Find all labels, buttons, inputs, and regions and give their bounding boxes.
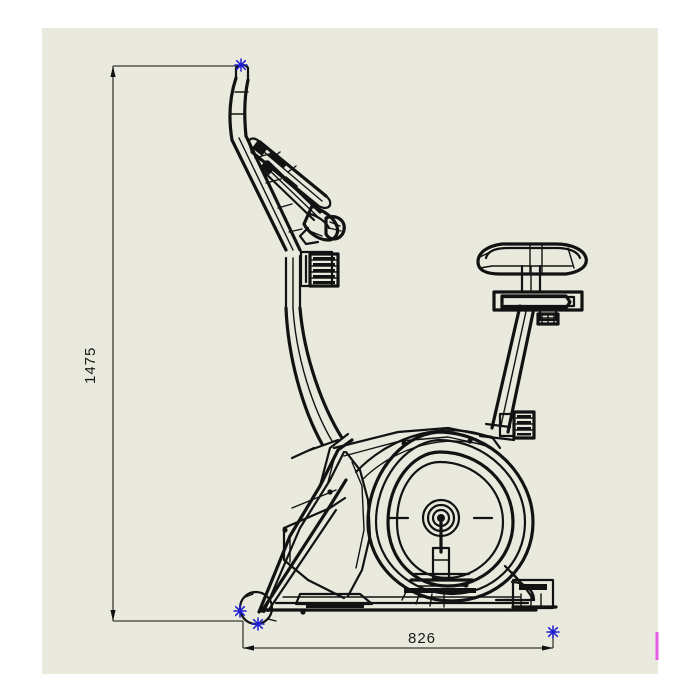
front-foot-left-marker	[233, 604, 247, 618]
handlebar-top-marker	[234, 58, 248, 72]
handlebar-post	[284, 254, 344, 446]
rear-foot-marker	[546, 625, 560, 639]
front-foot-lower-marker	[251, 617, 265, 631]
frame-shroud	[257, 432, 374, 615]
dimension-label-length: 826	[408, 630, 437, 647]
seat-saddle	[476, 242, 588, 276]
drawing-canvas	[42, 28, 658, 674]
crank-arm	[431, 520, 451, 580]
dimension-vertical	[110, 65, 243, 622]
dimension-horizontal	[242, 621, 554, 651]
pedal	[404, 572, 476, 593]
seat-post	[478, 304, 536, 442]
handlebar-grips	[247, 137, 332, 222]
seat-clamp-knob	[498, 410, 536, 440]
dimension-label-height: 1475	[82, 346, 99, 384]
handlebar-stem	[228, 63, 303, 252]
seat-rail-bracket	[492, 264, 584, 326]
console-meter	[298, 204, 346, 246]
handlebar-clamp	[299, 250, 340, 288]
snap-markers	[233, 58, 560, 639]
